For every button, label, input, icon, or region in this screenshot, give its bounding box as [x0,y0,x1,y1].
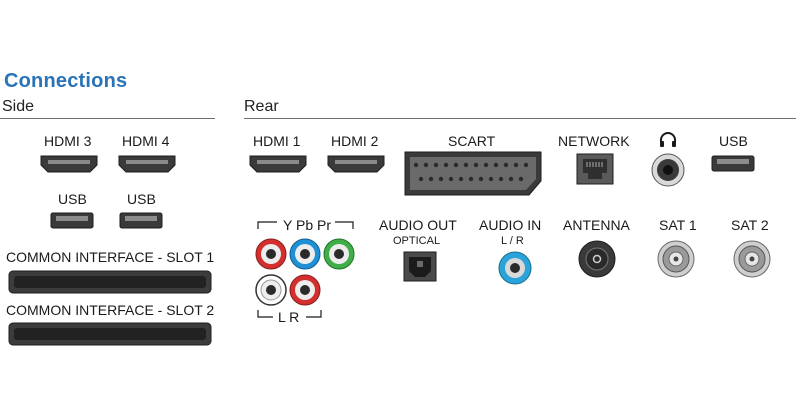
usb-side1-label: USB [58,191,87,207]
usb-side2-port-icon[interactable] [119,212,163,229]
antenna-label: ANTENNA [563,217,630,233]
headphone-icon [659,132,677,148]
usb-side1-port-icon[interactable] [50,212,94,229]
sat2-label: SAT 2 [731,217,769,233]
audio-r-jack-icon[interactable] [289,274,321,306]
audio-lr-bracket [257,309,323,321]
hdmi2-label: HDMI 2 [331,133,379,149]
usb-rear-label: USB [719,133,748,149]
hdmi3-label: HDMI 3 [44,133,92,149]
ci-slot1-port-icon[interactable] [8,270,212,294]
hdmi4-label: HDMI 4 [122,133,170,149]
audio-out-sub-label: OPTICAL [393,235,441,247]
side-divider [0,118,215,119]
hdmi4-port-icon[interactable] [118,155,176,173]
hdmi1-port-icon[interactable] [249,155,307,173]
antenna-coax-icon[interactable] [578,240,616,278]
optical-port-icon[interactable] [403,251,437,282]
audio-out-label: AUDIO OUT [379,217,457,233]
component-bracket [257,218,355,230]
audio-in-jack-icon[interactable] [498,251,532,285]
ci-slot2-port-icon[interactable] [8,322,212,346]
sat1-coax-icon[interactable] [657,240,695,278]
page-title: Connections [4,70,128,92]
scart-label: SCART [448,133,496,149]
network-port-icon[interactable] [576,153,614,185]
component-pb-jack-icon[interactable] [289,238,321,270]
sat2-coax-icon[interactable] [733,240,771,278]
audio-l-jack-icon[interactable] [255,274,287,306]
audio-in-sub-label: L / R [501,235,524,247]
component-label: Y Pb Pr [283,217,331,233]
usb-side2-label: USB [127,191,156,207]
audio-lr-label: L R [278,309,300,325]
ci-slot2-label: COMMON INTERFACE - SLOT 2 [6,302,215,318]
side-section-label: Side [2,98,35,115]
scart-port-icon[interactable] [404,151,542,196]
usb-rear-port-icon[interactable] [711,155,755,172]
hdmi1-label: HDMI 1 [253,133,301,149]
rear-section-label: Rear [244,98,279,115]
component-pr-jack-icon[interactable] [323,238,355,270]
headphone-jack-icon[interactable] [651,153,685,187]
audio-in-label: AUDIO IN [479,217,542,233]
rear-divider [244,118,796,119]
hdmi2-port-icon[interactable] [327,155,385,173]
sat1-label: SAT 1 [659,217,697,233]
ci-slot1-label: COMMON INTERFACE - SLOT 1 [6,249,215,265]
network-label: NETWORK [558,133,630,149]
hdmi3-port-icon[interactable] [40,155,98,173]
component-y-jack-icon[interactable] [255,238,287,270]
